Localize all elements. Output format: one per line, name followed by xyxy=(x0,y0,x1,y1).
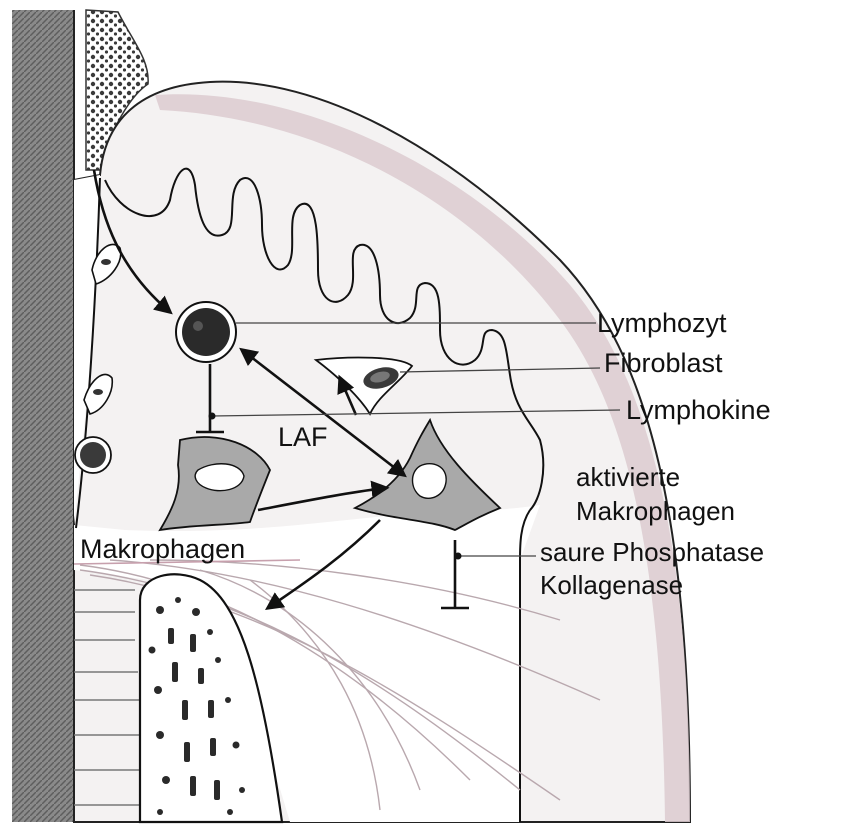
phosphatase-dot xyxy=(455,553,462,560)
label-makrophagen-activated: Makrophagen xyxy=(576,496,735,526)
lymphocyte-cell xyxy=(176,302,236,362)
label-saure-phosphatase: saure Phosphatase xyxy=(540,537,764,567)
label-laf: LAF xyxy=(278,422,328,452)
label-aktivierte: aktivierte xyxy=(576,462,680,492)
label-lymphozyt: Lymphozyt xyxy=(597,308,727,338)
tooth-surface-band xyxy=(12,10,74,822)
label-fibroblast: Fibroblast xyxy=(604,348,723,378)
label-kollagenase: Kollagenase xyxy=(540,570,683,600)
label-makrophagen: Makrophagen xyxy=(80,534,245,564)
lymphokine-dot xyxy=(209,413,216,420)
label-lymphokine: Lymphokine xyxy=(626,395,771,425)
